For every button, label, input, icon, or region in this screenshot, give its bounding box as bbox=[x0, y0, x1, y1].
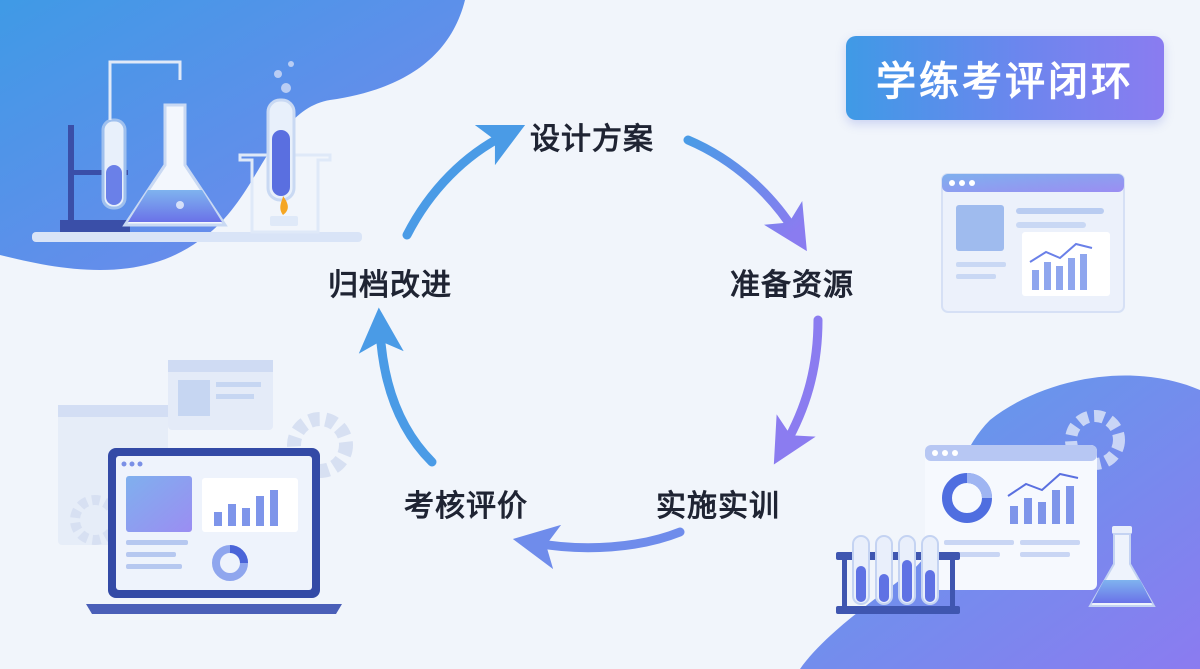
step-implement-training: 实施实训 bbox=[656, 489, 780, 524]
step-archive-improve: 归档改进 bbox=[328, 268, 452, 303]
flask-icon bbox=[1088, 526, 1156, 607]
arrow-archive-to-design bbox=[402, 124, 526, 240]
arrow-implement-to-evaluate bbox=[512, 524, 685, 570]
step-design-plan: 设计方案 bbox=[530, 122, 654, 157]
arrow-design-to-prepare bbox=[683, 135, 807, 252]
arrow-prepare-to-implement bbox=[773, 315, 823, 465]
lab-equipment-icon bbox=[32, 60, 362, 242]
page-title: 学练考评闭环 bbox=[876, 59, 1134, 105]
step-assess-evaluate: 考核评价 bbox=[404, 489, 528, 524]
report-window-icon bbox=[925, 410, 1125, 590]
dashboard-window-icon bbox=[941, 173, 1125, 313]
cycle-arrows bbox=[358, 124, 823, 570]
title-badge: 学练考评闭环 bbox=[846, 36, 1164, 120]
laptop-analytics-icon bbox=[58, 360, 353, 614]
step-prepare-resources: 准备资源 bbox=[730, 268, 854, 303]
arrow-evaluate-to-archive bbox=[358, 307, 437, 467]
test-tubes-icon bbox=[836, 535, 960, 614]
